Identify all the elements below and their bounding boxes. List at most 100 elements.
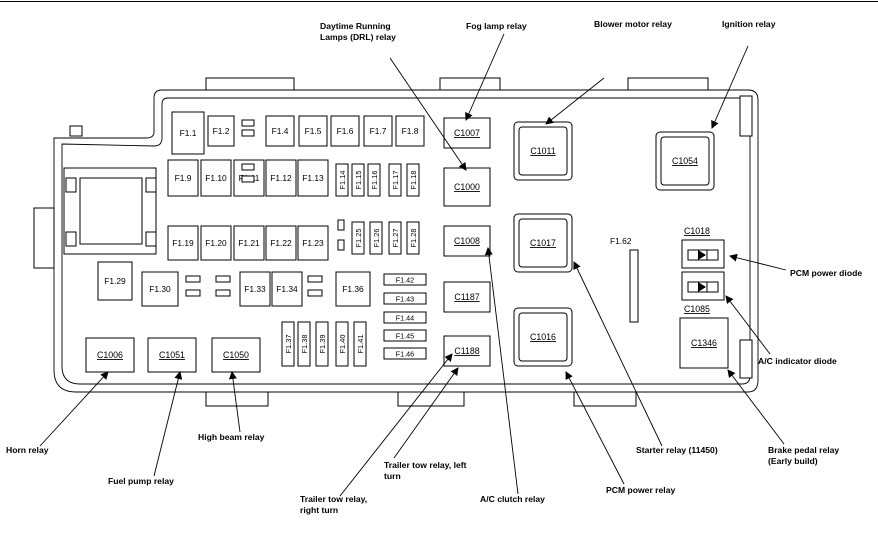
spacer-fuse — [241, 175, 255, 183]
fuse-f1-39-label: F1.39 — [318, 335, 327, 354]
fuse-f1-62-label: F1.62 — [610, 236, 632, 246]
connector-c1187: C1187 — [443, 281, 491, 313]
fuse-f1-4: F1.4 — [265, 115, 295, 147]
spacer-fuse — [337, 219, 345, 231]
brake-pedal-relay-leader-line — [727, 369, 785, 445]
connector-c1051: C1051 — [147, 337, 197, 373]
starter-relay-label: Starter relay (11450) — [573, 261, 718, 455]
fuse-f1-10: F1.10 — [200, 159, 232, 197]
fuse-f1-43: F1.43 — [383, 292, 427, 305]
spacer-fuse — [307, 289, 323, 297]
fuse-f1-30-label: F1.30 — [149, 284, 171, 294]
fuse-f1-4-label: F1.4 — [272, 126, 289, 136]
svg-text:Brake pedal relay(Early build): Brake pedal relay(Early build) — [768, 445, 839, 466]
connector-c1018: C1018 — [681, 226, 725, 269]
fuse-f1-13: F1.13 — [297, 159, 329, 197]
fuse-f1-23-label: F1.23 — [302, 238, 324, 248]
spacer-fuse — [215, 289, 231, 297]
ac-indicator-diode-leader-line — [725, 295, 771, 355]
fuse-f1-36-label: F1.36 — [342, 284, 364, 294]
connector-c1188-label: C1188 — [454, 346, 479, 356]
fuse-f1-34: F1.34 — [271, 271, 303, 307]
fuse-f1-26-label: F1.26 — [372, 229, 381, 248]
connector-c1050: C1050 — [211, 337, 261, 373]
connector-c1018-label: C1018 — [684, 226, 710, 236]
connector-c1008: C1008 — [443, 225, 491, 257]
ac-indicator-diode-label: A/C indicator diode — [725, 295, 837, 366]
fuse-f1-33-label: F1.33 — [244, 284, 266, 294]
fuse-f1-14-label: F1.14 — [338, 171, 347, 190]
svg-text:Horn relay: Horn relay — [6, 445, 49, 455]
connector-c1346: C1346 — [679, 317, 729, 369]
fuse-f1-8: F1.8 — [395, 115, 425, 147]
fuse-f1-13-label: F1.13 — [302, 173, 324, 183]
horn-relay-leader-line — [39, 371, 109, 447]
svg-text:Trailer tow relay,right turn: Trailer tow relay,right turn — [300, 494, 367, 515]
fuse-f1-34-label: F1.34 — [276, 284, 298, 294]
fuse-f1-30: F1.30 — [141, 271, 179, 307]
connector-c1085: C1085 — [681, 271, 725, 314]
fuse-f1-28-label: F1.28 — [409, 229, 418, 248]
fuse-f1-27-label: F1.27 — [391, 229, 400, 248]
fuse-f1-28: F1.28 — [406, 221, 420, 255]
fuse-f1-42: F1.42 — [383, 273, 427, 286]
svg-text:A/C indicator diode: A/C indicator diode — [758, 356, 837, 366]
fuse-f1-45: F1.45 — [383, 329, 427, 342]
fuse-f1-40-label: F1.40 — [338, 335, 347, 354]
pcm-power-diode-leader-line — [729, 253, 787, 271]
connector-c1054: C1054 — [655, 131, 715, 191]
svg-text:High beam relay: High beam relay — [198, 432, 265, 442]
fuse-f1-22: F1.22 — [265, 225, 297, 261]
connector-c1008-label: C1008 — [454, 236, 480, 246]
fuse-f1-15-label: F1.15 — [354, 171, 363, 190]
ignition-relay-label: Ignition relay — [711, 19, 776, 129]
fuel-pump-relay-label: Fuel pump relay — [108, 371, 183, 486]
fuse-f1-10-label: F1.10 — [205, 173, 227, 183]
fuse-f1-17-label: F1.17 — [391, 171, 400, 190]
fuse-f1-19-label: F1.19 — [172, 238, 194, 248]
high-beam-relay-label: High beam relay — [198, 371, 265, 442]
svg-text:Fuel pump relay: Fuel pump relay — [108, 476, 174, 486]
connector-c1006-label: C1006 — [97, 350, 123, 360]
fuse-f1-12-label: F1.12 — [270, 173, 292, 183]
fuse-f1-42-label: F1.42 — [396, 276, 414, 285]
fuse-f1-2-label: F1.2 — [213, 126, 230, 136]
svg-text:A/C clutch relay: A/C clutch relay — [480, 494, 545, 504]
starter-relay-leader-line — [573, 261, 663, 447]
connector-c1054-label: C1054 — [672, 156, 698, 166]
fuse-f1-22-label: F1.22 — [270, 238, 292, 248]
connector-c1006: C1006 — [85, 337, 135, 373]
fuse-f1-12: F1.12 — [265, 159, 297, 197]
horn-relay-label: Horn relay — [6, 371, 109, 455]
fuse-f1-6: F1.6 — [330, 115, 360, 147]
fog-lamp-relay-leader-line — [465, 33, 505, 121]
fuse-f1-1-label: F1.1 — [180, 128, 197, 138]
svg-text:Blower motor relay: Blower motor relay — [594, 19, 672, 29]
blower-motor-relay-label: Blower motor relay — [545, 19, 672, 125]
fuse-f1-41-label: F1.41 — [356, 335, 365, 354]
connector-c1011-label: C1011 — [530, 146, 555, 156]
fuse-f1-38-label: F1.38 — [300, 335, 309, 354]
fuse-box-housing — [33, 77, 759, 407]
fuse-f1-25-label: F1.25 — [354, 229, 363, 248]
pcm-power-diode-label: PCM power diode — [729, 253, 862, 278]
connector-c1016-label: C1016 — [530, 332, 556, 342]
spacer-fuse — [241, 163, 255, 171]
fuse-f1-18: F1.18 — [406, 163, 420, 197]
fuse-f1-15: F1.15 — [351, 163, 365, 197]
connector-c1085-label: C1085 — [684, 304, 710, 314]
fuse-f1-38: F1.38 — [297, 321, 311, 367]
svg-text:Starter relay (11450): Starter relay (11450) — [636, 445, 718, 455]
fuse-f1-14: F1.14 — [335, 163, 349, 197]
svg-text:PCM power relay: PCM power relay — [606, 485, 675, 495]
fuse-f1-29-label: F1.29 — [104, 276, 126, 286]
high-beam-relay-leader-line — [228, 371, 241, 433]
fuse-f1-39: F1.39 — [315, 321, 329, 367]
fuse-f1-43-label: F1.43 — [396, 295, 414, 304]
fuse-f1-16-label: F1.16 — [370, 171, 379, 190]
